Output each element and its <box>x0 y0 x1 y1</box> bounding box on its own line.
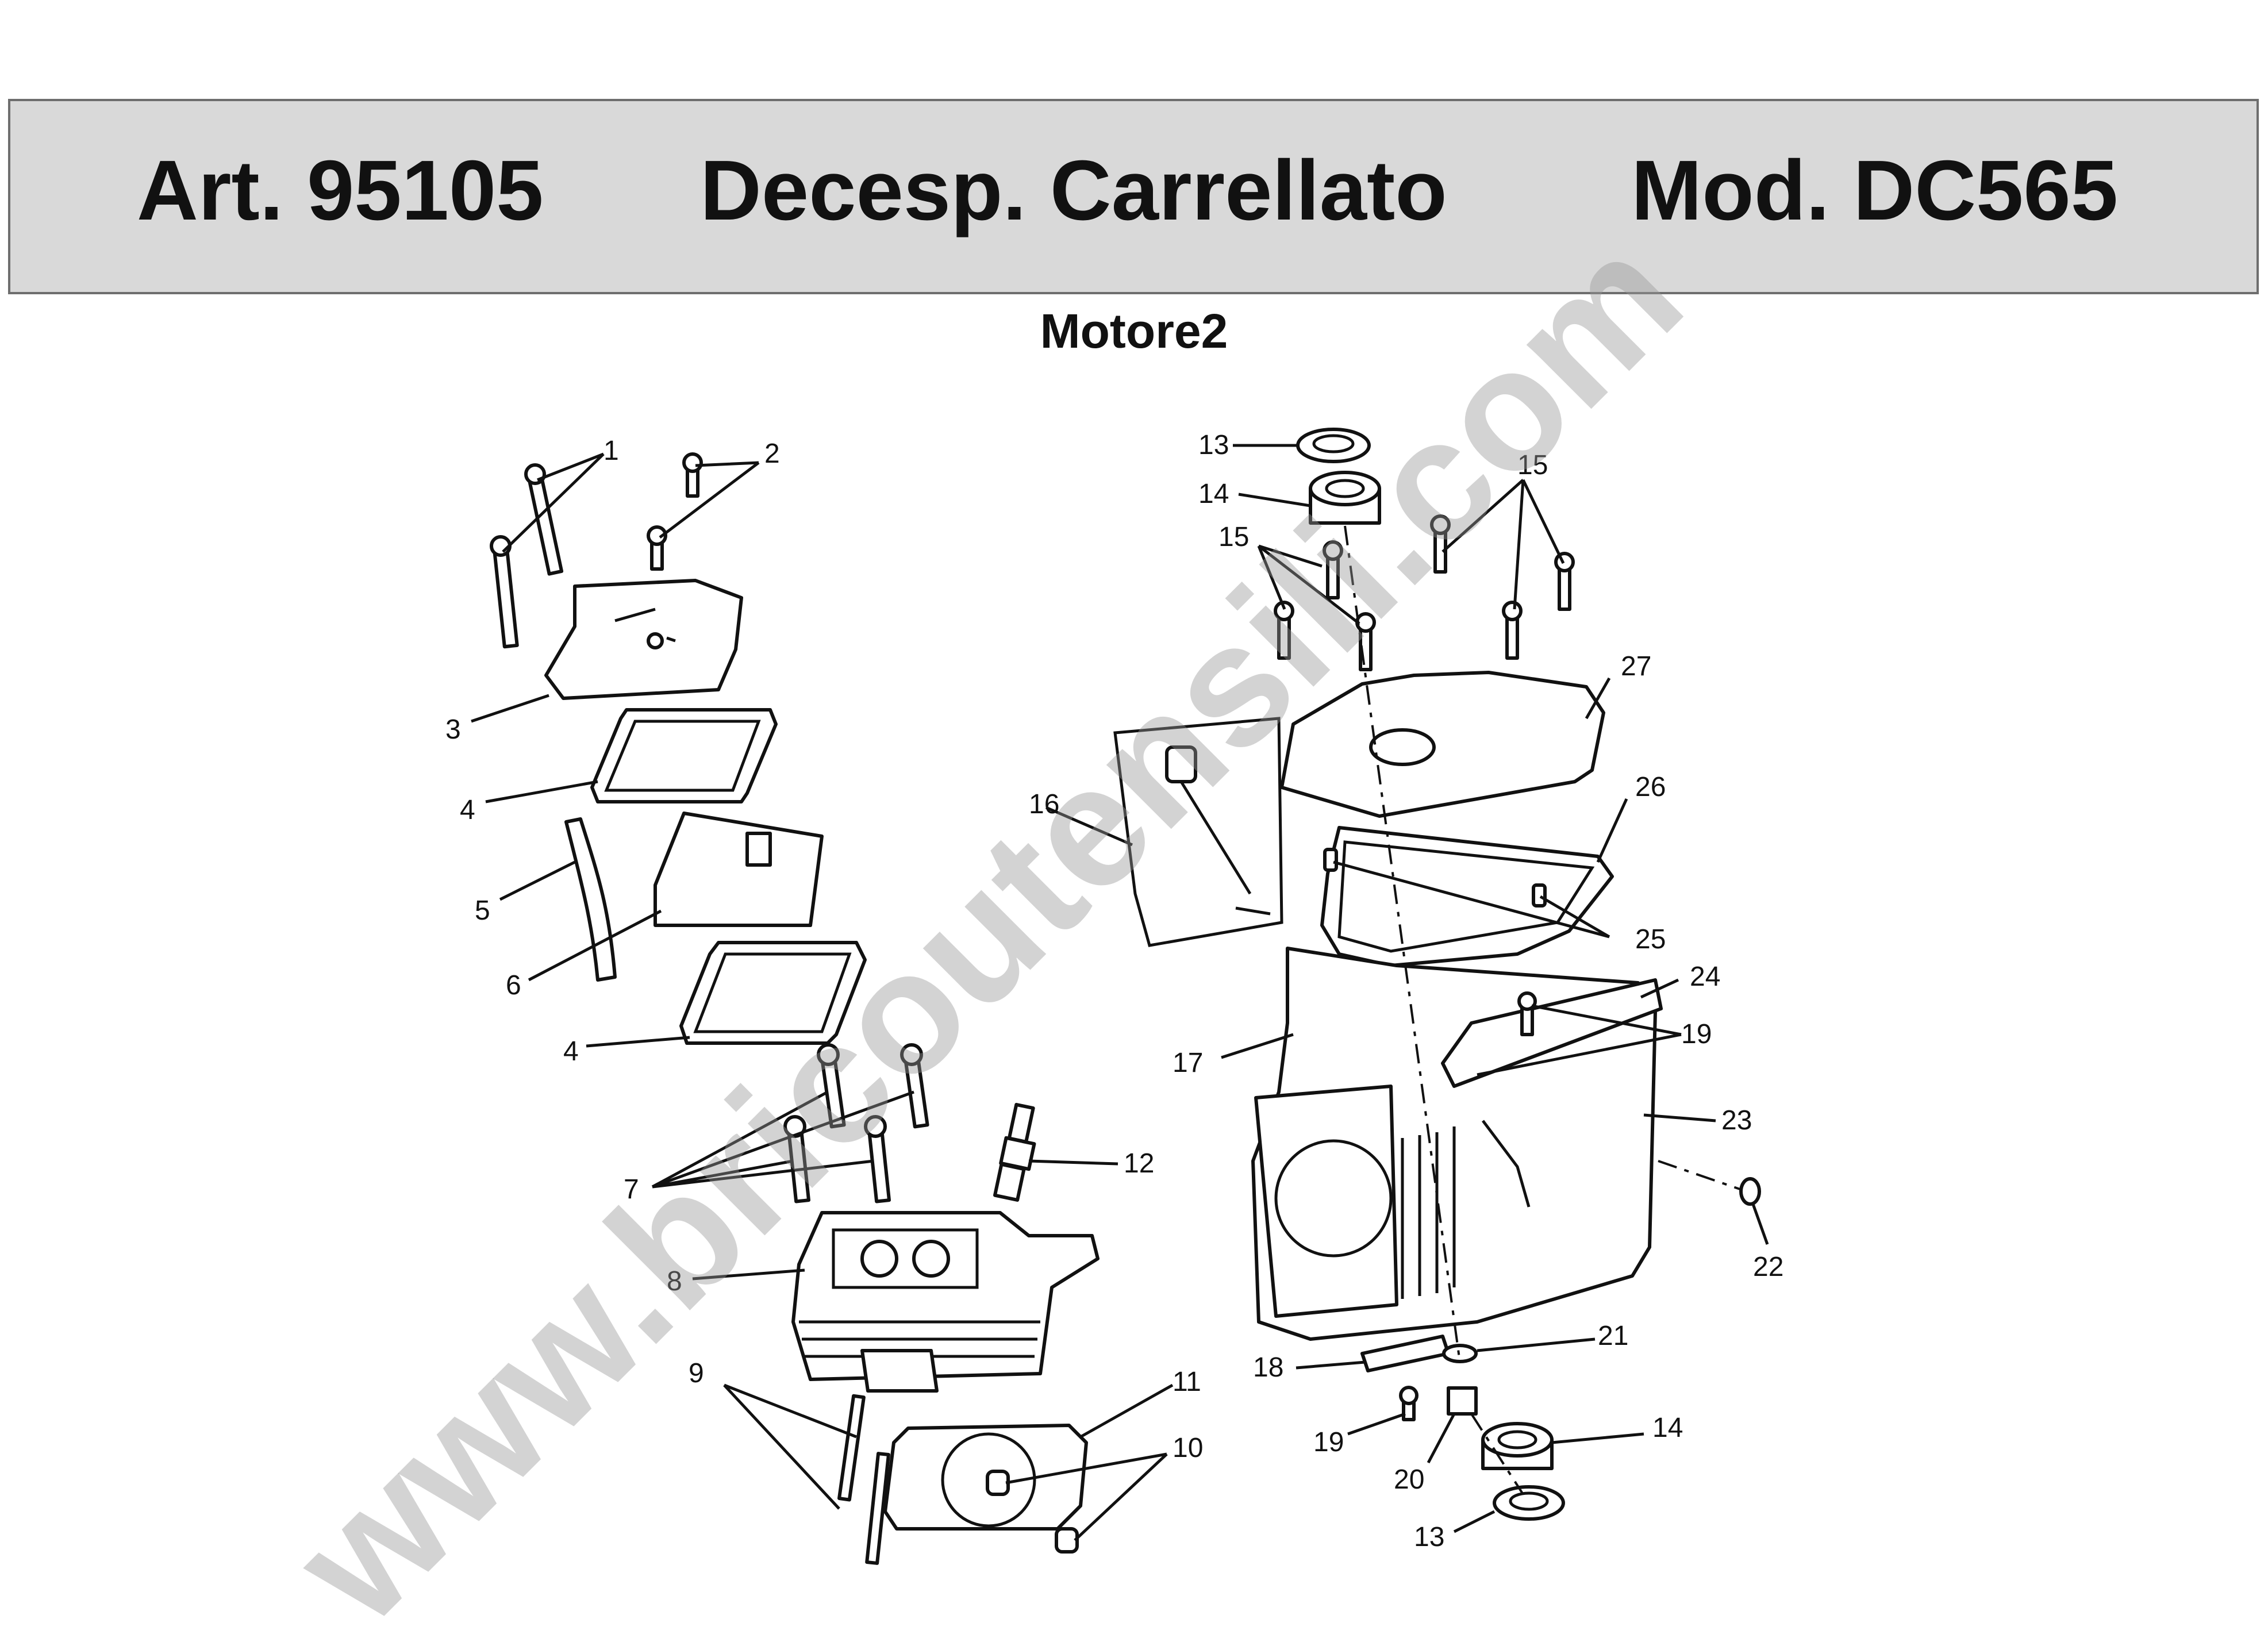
callout-27: 27 <box>1621 651 1651 682</box>
callout-18: 18 <box>1253 1352 1283 1383</box>
bearing-bottom <box>1481 1422 1554 1470</box>
callout-17: 17 <box>1173 1048 1203 1078</box>
callout-12: 12 <box>1124 1148 1154 1179</box>
callout-16: 16 <box>1029 789 1059 820</box>
callout-20: 20 <box>1394 1464 1424 1495</box>
breather-plate <box>654 812 824 927</box>
callout-21: 21 <box>1598 1321 1628 1351</box>
bolt-long-2 <box>490 535 519 649</box>
dowel-pin-1 <box>986 1470 1010 1496</box>
oil-seal-top <box>1296 428 1371 463</box>
head-bolt-1 <box>817 1043 846 1129</box>
bearing-top <box>1309 471 1381 525</box>
callout-10: 10 <box>1173 1433 1203 1463</box>
mounting-bracket <box>1360 1335 1450 1372</box>
gasket-upper <box>590 708 778 803</box>
callout-19-bottom: 19 <box>1313 1427 1344 1458</box>
head-bolt-4 <box>864 1115 891 1203</box>
breather-hose <box>564 817 617 982</box>
head-bolt-3 <box>783 1115 811 1203</box>
callout-25: 25 <box>1635 924 1666 955</box>
callout-15-left: 15 <box>1218 522 1249 552</box>
dipstick <box>1165 745 1271 916</box>
baffle-plate <box>1441 978 1663 1088</box>
callout-13-bottom: 13 <box>1414 1522 1444 1552</box>
valve-cover <box>544 579 743 700</box>
callout-2: 2 <box>764 439 780 469</box>
cover-bolt-6 <box>1502 601 1523 660</box>
diagram-subtitle: Motore2 <box>1040 304 1228 358</box>
bolt-short-2 <box>647 525 667 571</box>
cover-bolt-1 <box>1323 540 1343 599</box>
callout-5: 5 <box>475 895 490 926</box>
callout-24: 24 <box>1690 962 1720 992</box>
cylinder-head <box>791 1211 1100 1393</box>
callout-22: 22 <box>1753 1252 1783 1282</box>
callout-8: 8 <box>667 1266 682 1297</box>
crankcase-cover <box>1280 671 1605 818</box>
callout-19-top: 19 <box>1681 1019 1712 1049</box>
model-number: Mod. DC565 <box>1631 143 2119 238</box>
cover-bolt-5 <box>1554 552 1575 611</box>
bolt-long-1 <box>524 463 564 576</box>
callout-1: 1 <box>603 436 619 466</box>
oil-drain-plug <box>1447 1386 1478 1416</box>
header-bar: Art. 95105 Decesp. Carrellato Mod. DC565 <box>8 99 2259 294</box>
callout-9: 9 <box>689 1358 704 1389</box>
stud-1 <box>837 1394 866 1502</box>
spark-plug <box>993 1102 1036 1202</box>
dowel-pin-4 <box>1532 883 1547 908</box>
cover-bolt-4 <box>1430 514 1451 574</box>
callout-14-top: 14 <box>1198 479 1229 509</box>
oil-seal-bottom <box>1493 1485 1565 1521</box>
baffle-bolt <box>1517 991 1537 1036</box>
dowel-pin-3 <box>1323 848 1338 872</box>
washer <box>1442 1344 1478 1363</box>
head-bolt-2 <box>900 1043 929 1129</box>
oil-bolt <box>1399 1386 1419 1421</box>
callout-26: 26 <box>1635 772 1666 802</box>
drain-plug <box>1739 1177 1761 1206</box>
product-title: Decesp. Carrellato <box>700 143 1447 238</box>
callout-4-upper: 4 <box>460 795 475 825</box>
cover-bolt-2 <box>1274 601 1294 660</box>
callout-23: 23 <box>1721 1105 1752 1136</box>
stud-2 <box>865 1452 890 1565</box>
callout-7: 7 <box>624 1174 639 1205</box>
callout-6: 6 <box>506 970 521 1001</box>
callout-13-top: 13 <box>1198 430 1229 460</box>
bolt-short-1 <box>682 452 703 498</box>
callout-3: 3 <box>445 714 461 745</box>
article-number: Art. 95105 <box>137 143 544 238</box>
reed-valve <box>745 832 772 867</box>
gasket-lower <box>679 941 867 1045</box>
callout-4-lower: 4 <box>563 1036 579 1067</box>
callout-11: 11 <box>1173 1367 1201 1397</box>
dowel-pin-2 <box>1055 1527 1079 1554</box>
callout-14-bottom: 14 <box>1652 1413 1683 1443</box>
dipstick-frame <box>1113 717 1283 947</box>
callout-15-right: 15 <box>1517 450 1548 480</box>
